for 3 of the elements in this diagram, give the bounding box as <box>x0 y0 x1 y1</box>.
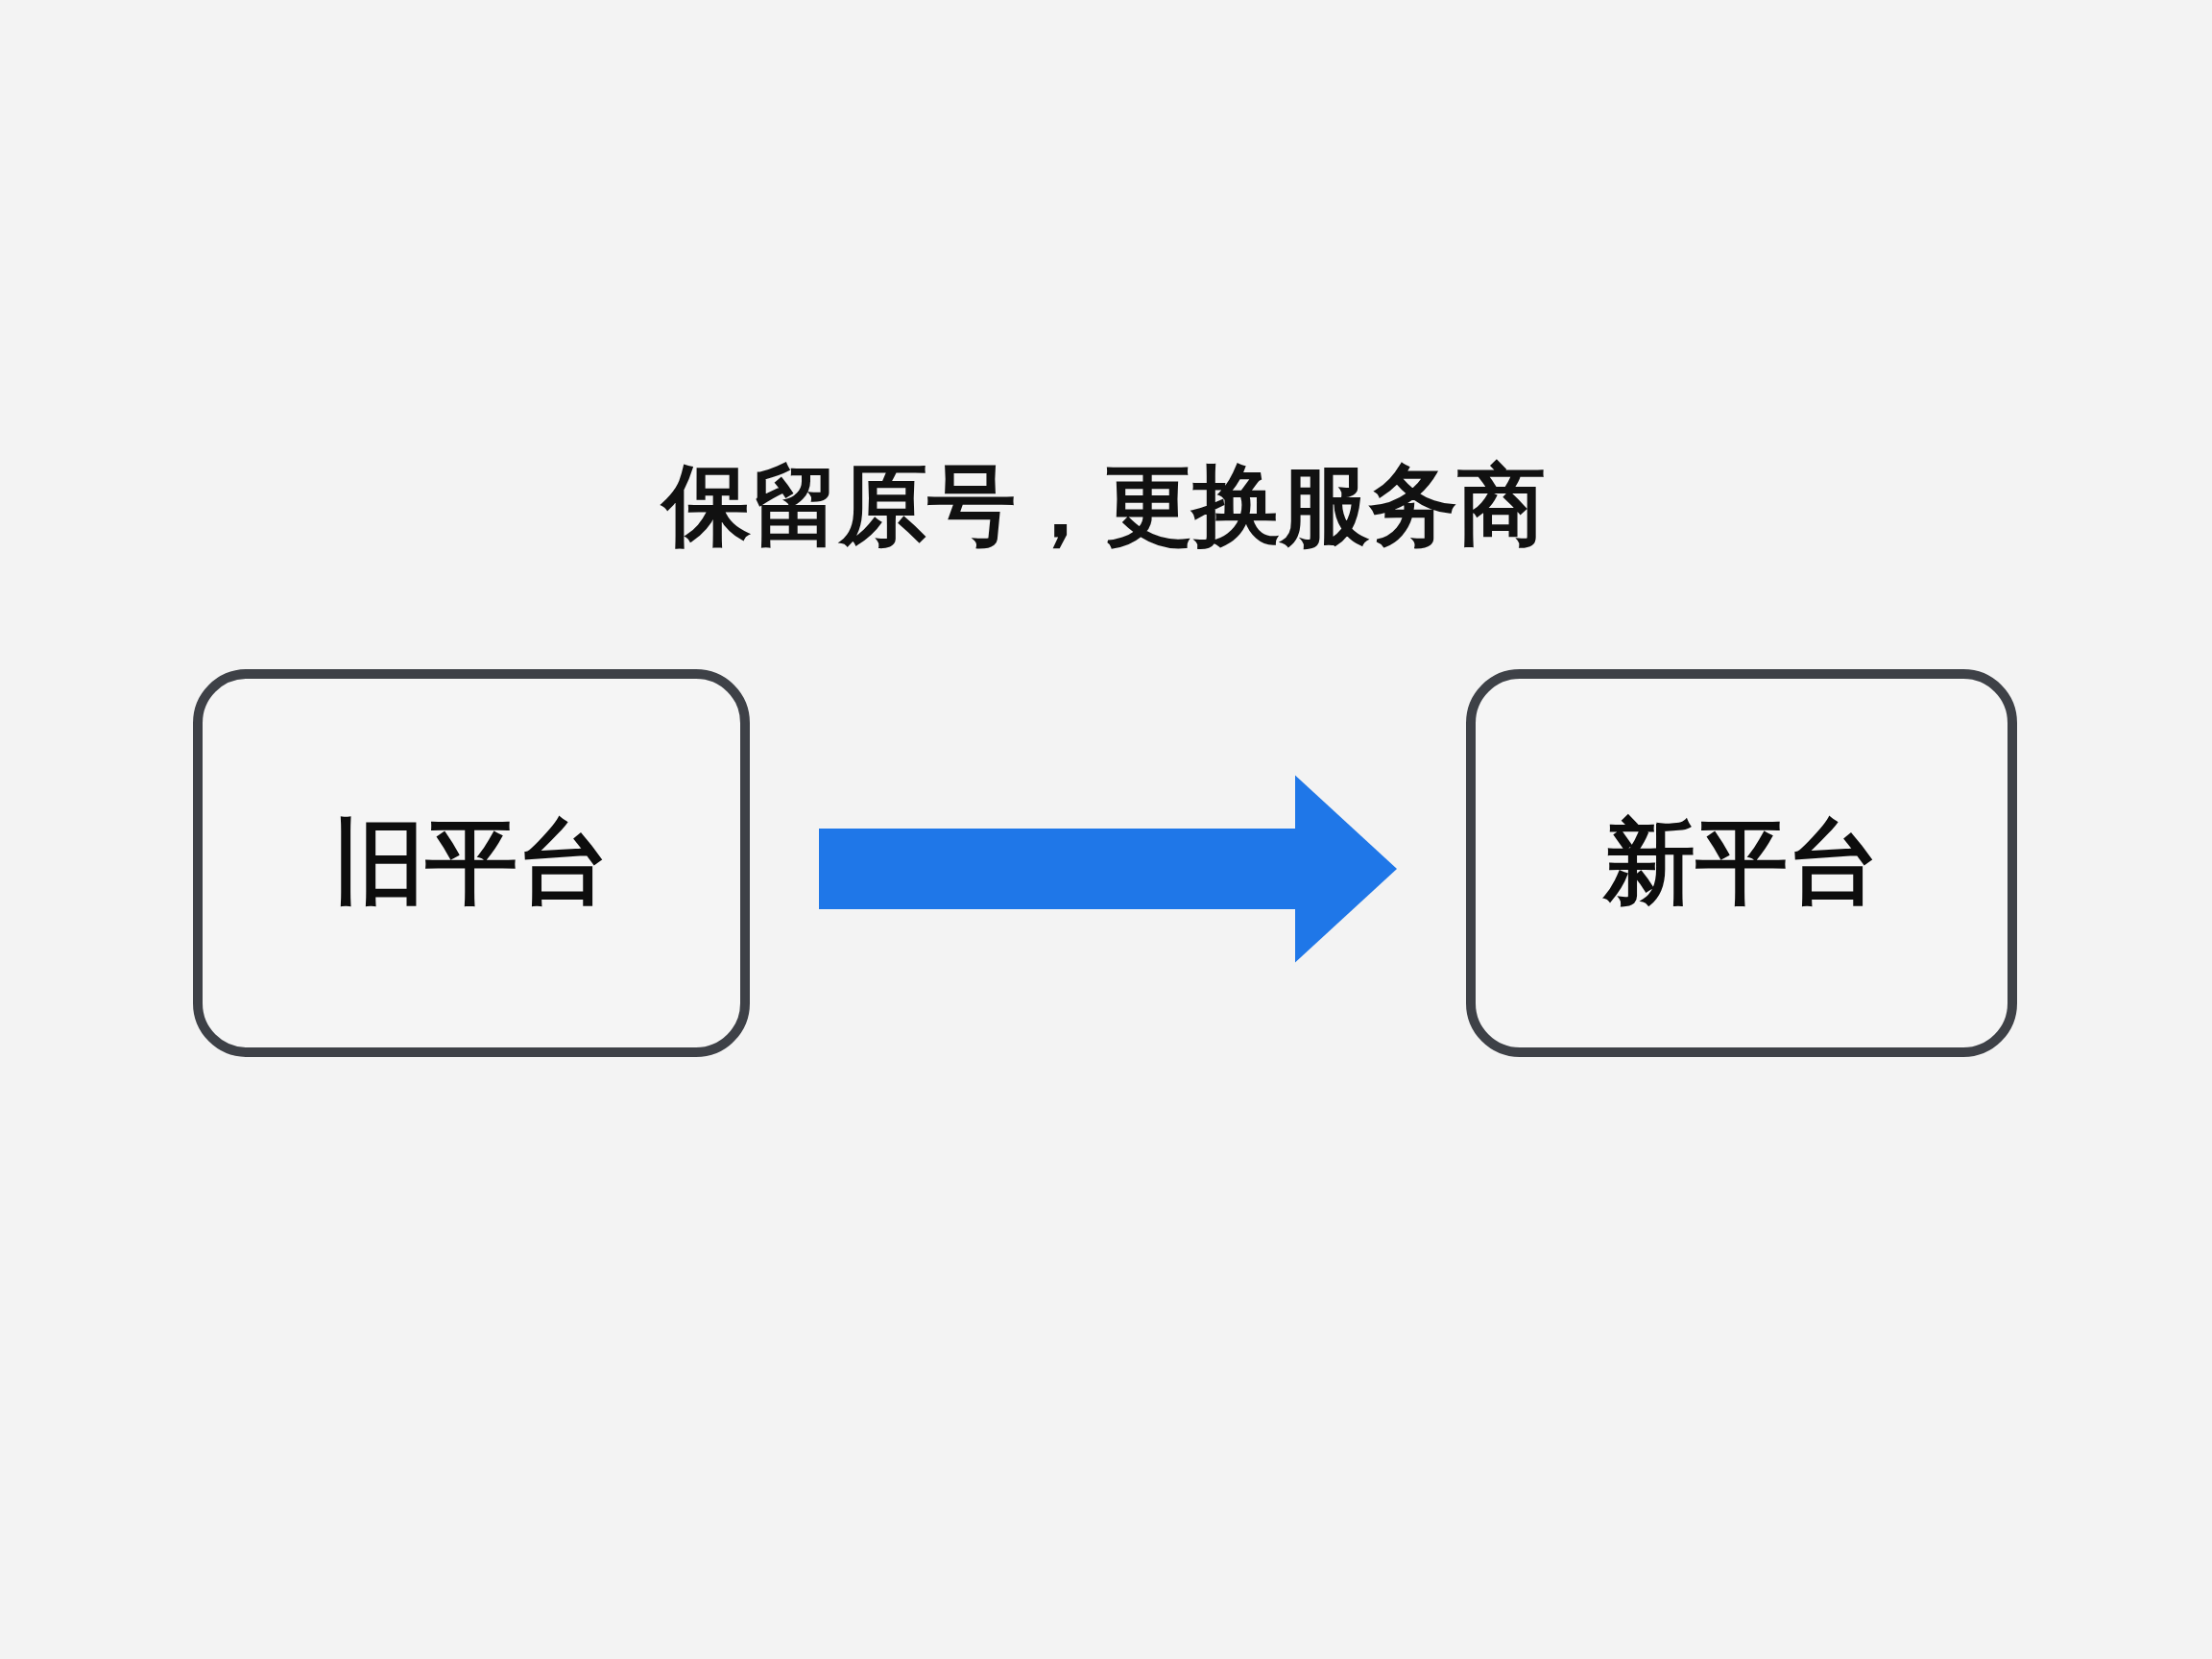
process-box: 旧平台 <box>193 669 750 1057</box>
arrow <box>819 775 1397 963</box>
process-box: 新平台 <box>1466 669 2017 1057</box>
